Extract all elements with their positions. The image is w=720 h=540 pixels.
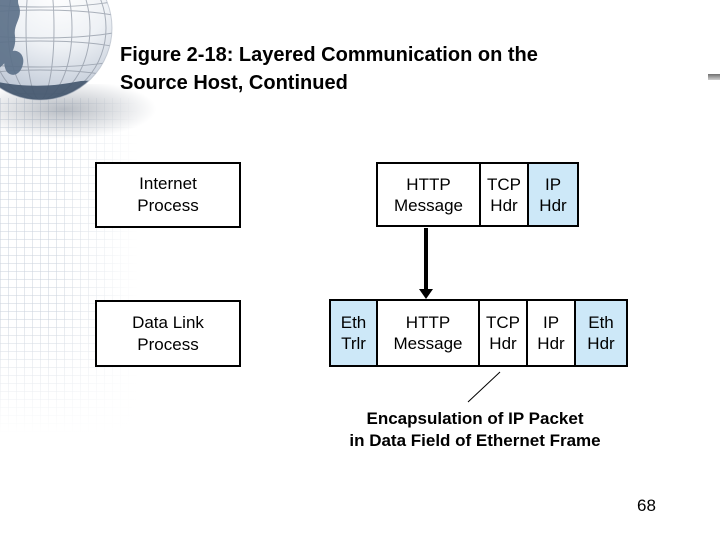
- packet-cell-http-message: HTTP Message: [376, 162, 481, 227]
- page-number: 68: [637, 496, 656, 515]
- down-arrow-head-icon: [419, 289, 433, 299]
- packet-cell-tcp-hdr: TCP Hdr: [479, 162, 529, 227]
- internet-layer-packet-row: HTTP Message TCP Hdr IP Hdr: [376, 162, 579, 227]
- data-link-process-box: Data Link Process: [95, 300, 241, 367]
- caption-pointer-line: [467, 371, 501, 403]
- slide-title: Figure 2-18: Layered Communication on th…: [120, 44, 538, 94]
- globe-icon: [0, 0, 113, 101]
- internet-process-box: Internet Process: [95, 162, 241, 228]
- slide-accent-dash: [708, 74, 720, 80]
- down-arrow-icon: [424, 228, 428, 290]
- packet-cell-ip-hdr: IP Hdr: [526, 299, 576, 367]
- data-link-layer-packet-row: Eth Trlr HTTP Message TCP Hdr IP Hdr Eth…: [329, 299, 628, 367]
- packet-cell-eth-hdr: Eth Hdr: [574, 299, 628, 367]
- packet-cell-http-message: HTTP Message: [376, 299, 480, 367]
- packet-cell-eth-trlr: Eth Trlr: [329, 299, 378, 367]
- packet-cell-ip-hdr: IP Hdr: [527, 162, 579, 227]
- encapsulation-caption: Encapsulation of IP Packet in Data Field…: [349, 409, 601, 450]
- packet-cell-tcp-hdr: TCP Hdr: [478, 299, 528, 367]
